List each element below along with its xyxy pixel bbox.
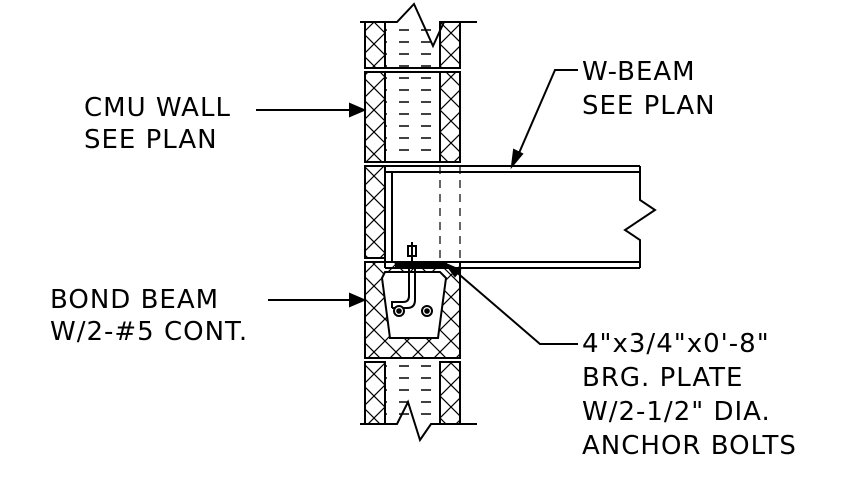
bond-beam-label-line1: BOND BEAM xyxy=(50,285,220,315)
plate-label-line1: 4"x3/4"x0'-8" xyxy=(582,329,770,359)
anchor-bolt xyxy=(391,242,417,309)
beam-pocket-wall xyxy=(364,161,461,260)
lower-cmu-block xyxy=(364,361,461,425)
cmu-block xyxy=(364,71,461,163)
cmu-wall-label-line2: SEE PLAN xyxy=(84,125,218,155)
rebar xyxy=(393,305,433,317)
w-beam xyxy=(384,165,657,269)
upper-cmu-block xyxy=(364,21,461,69)
bottom-break-line xyxy=(360,399,477,443)
cmu-wall-label-line1: CMU WALL xyxy=(84,93,231,123)
w-beam-label-line2: SEE PLAN xyxy=(582,91,716,121)
bond-beam-label-line2: W/2-#5 CONT. xyxy=(50,317,249,347)
cmu-wall-leader xyxy=(256,102,367,118)
bond-beam-block xyxy=(364,261,461,359)
plate-label-line4: ANCHOR BOLTS xyxy=(582,431,797,461)
plate-leader xyxy=(442,261,578,345)
bond-beam-leader xyxy=(268,292,367,308)
bearing-plate xyxy=(395,262,447,269)
w-beam-label-line1: W-BEAM xyxy=(582,57,696,87)
w-beam-leader xyxy=(510,69,578,170)
plate-label-line2: BRG. PLATE xyxy=(582,363,744,393)
plate-label-line3: W/2-1/2" DIA. xyxy=(582,397,771,427)
